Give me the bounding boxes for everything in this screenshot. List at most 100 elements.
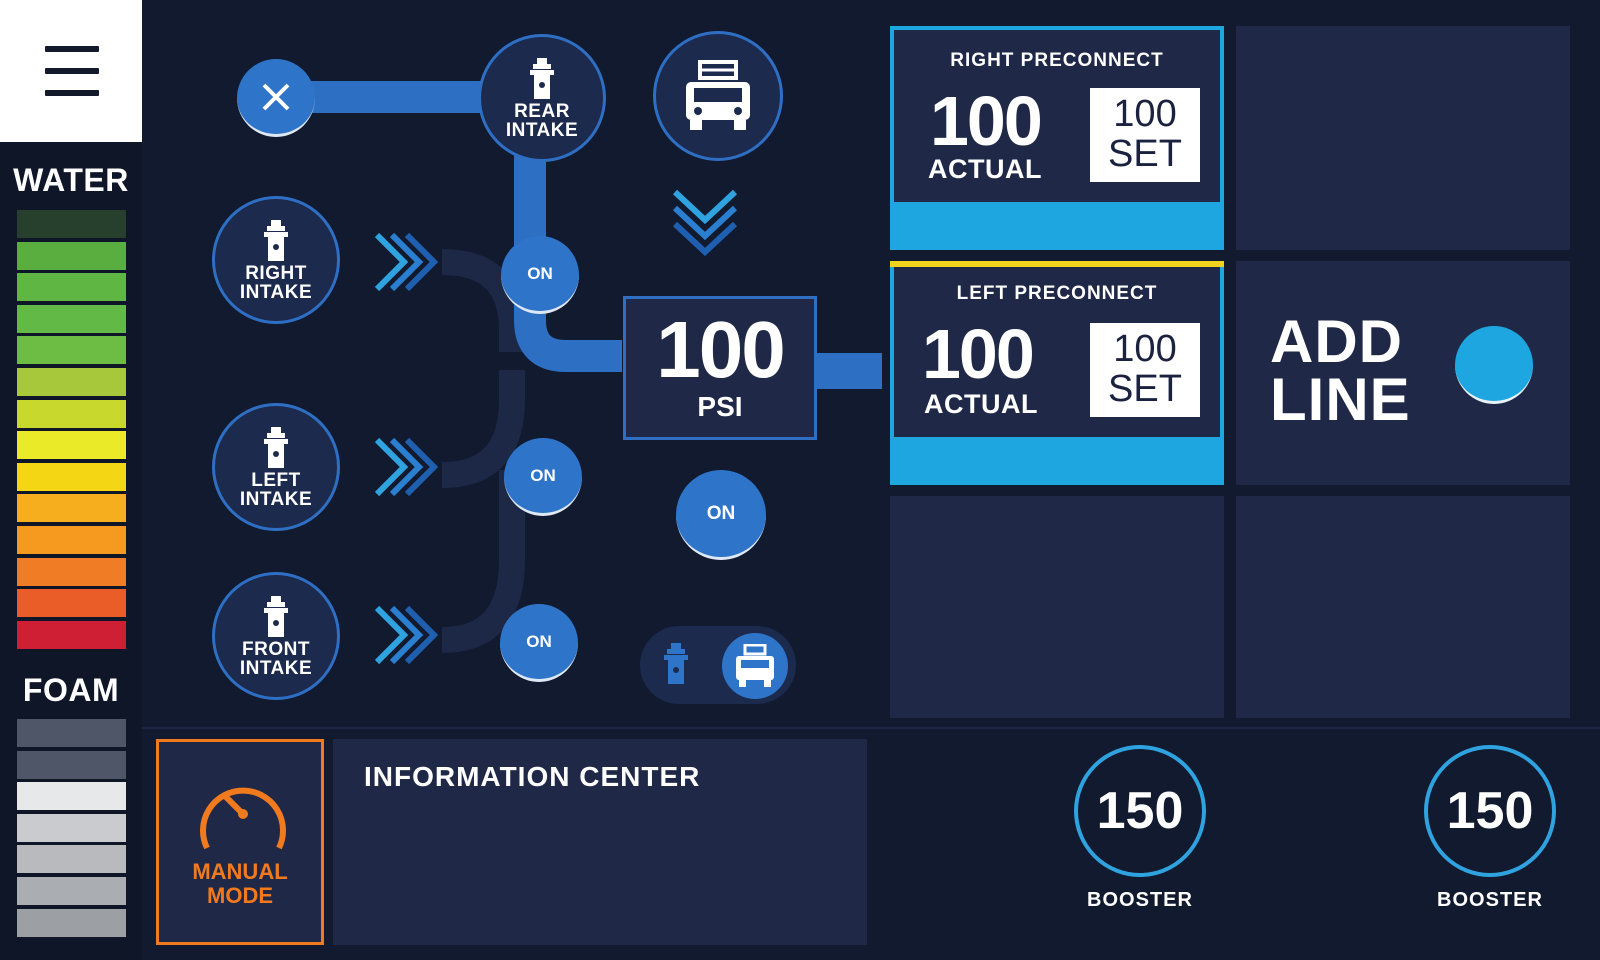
add-line-label-1: ADD xyxy=(1270,308,1403,375)
water-level-segment xyxy=(17,241,126,270)
right-preconnect-card[interactable]: RIGHT PRECONNECT 100 ACTUAL 100 SET xyxy=(890,26,1224,250)
water-level-segment xyxy=(17,304,126,333)
manual-mode-label-2: MODE xyxy=(207,883,273,908)
water-level-segment xyxy=(17,557,126,586)
hydrant-icon xyxy=(664,643,688,684)
hydrant-source-option[interactable] xyxy=(658,641,694,692)
left-preconnect-set-label: SET xyxy=(1108,368,1182,410)
front-intake-on-toggle[interactable]: ON xyxy=(500,604,578,682)
water-level-segment xyxy=(17,526,126,554)
foam-level-segment xyxy=(17,719,126,747)
left-preconnect-card[interactable]: LEFT PRECONNECT 100 ACTUAL 100 SET xyxy=(890,261,1224,485)
information-center-title: INFORMATION CENTER xyxy=(364,761,701,792)
source-selector[interactable] xyxy=(640,626,796,704)
fire-truck-icon xyxy=(686,60,750,130)
front-intake-duct xyxy=(441,470,525,653)
right-intake-flow-chevrons xyxy=(374,232,439,292)
manual-mode-label: MANUAL MODE xyxy=(159,860,321,908)
pump-panel: REAR INTAKE RIGHT INTAKE LEFT INTAKE FRO… xyxy=(142,0,1600,727)
information-center-panel: INFORMATION CENTER xyxy=(333,739,867,945)
water-label: WATER xyxy=(13,162,129,198)
foam-level-segment xyxy=(17,845,126,874)
empty-slot-1[interactable] xyxy=(1236,26,1570,250)
booster-gauge-2[interactable]: 150 xyxy=(1424,745,1556,877)
hamburger-icon-bar xyxy=(45,68,99,74)
front-intake-label-2: INTAKE xyxy=(239,658,313,679)
empty-slot-2[interactable] xyxy=(890,496,1224,718)
water-level-segment xyxy=(17,399,126,428)
hydrant-icon xyxy=(264,220,288,261)
bottom-bar: MANUAL MODE INFORMATION CENTER 150 BOOST… xyxy=(142,727,1600,960)
right-intake-label: RIGHT xyxy=(245,263,307,284)
tank-level-sidebar: WATER FOAM xyxy=(0,142,142,960)
right-preconnect-setpoint[interactable]: 100 SET xyxy=(1090,88,1200,182)
tank-source-button[interactable] xyxy=(653,31,783,161)
foam-level-segment xyxy=(17,908,126,937)
left-preconnect-accent-bar xyxy=(890,261,1224,267)
water-level-segment xyxy=(17,494,126,523)
close-icon xyxy=(262,83,290,110)
rear-intake-label: REAR xyxy=(514,101,570,122)
left-preconnect-setpoint[interactable]: 100 SET xyxy=(1090,323,1200,417)
left-preconnect-actual-value: 100 xyxy=(922,315,1035,393)
right-preconnect-actual-value: 100 xyxy=(930,82,1043,160)
hamburger-icon-bar xyxy=(45,90,99,96)
right-intake-duct xyxy=(441,249,525,352)
front-intake-button[interactable]: FRONT INTAKE xyxy=(212,572,340,700)
water-level-segment xyxy=(17,368,126,396)
right-intake-button[interactable]: RIGHT INTAKE xyxy=(212,196,340,324)
empty-slot-3[interactable] xyxy=(1236,496,1570,718)
booster-label-1: BOOSTER xyxy=(1087,889,1193,911)
foam-level-segment xyxy=(17,877,126,905)
front-intake-flow-chevrons xyxy=(374,605,439,665)
right-preconnect-title: RIGHT PRECONNECT xyxy=(950,50,1164,71)
menu-button[interactable] xyxy=(0,0,142,142)
pipe-diagram xyxy=(277,81,882,665)
water-level-segment xyxy=(17,620,126,649)
rear-intake-pipe xyxy=(277,81,622,372)
water-level-segment xyxy=(17,431,126,460)
manual-mode-button[interactable]: MANUAL MODE xyxy=(156,739,324,945)
left-intake-duct xyxy=(441,370,525,488)
pump-pressure-value: 100 xyxy=(656,305,785,394)
add-line-indicator xyxy=(1455,326,1533,404)
add-line-button[interactable]: ADD LINE xyxy=(1236,261,1570,485)
add-line-label-2: LINE xyxy=(1270,366,1411,433)
hamburger-icon-bar xyxy=(45,46,99,52)
foam-label: FOAM xyxy=(22,672,120,708)
divider xyxy=(142,727,1600,729)
foam-level-segment xyxy=(17,813,126,842)
right-preconnect-set-value: 100 xyxy=(1113,93,1177,135)
left-intake-flow-chevrons xyxy=(374,437,439,497)
left-intake-label-2: INTAKE xyxy=(239,489,313,510)
water-level-segment xyxy=(17,589,126,618)
pump-pressure-display: 100 PSI xyxy=(623,296,817,440)
right-preconnect-actual-label: ACTUAL xyxy=(928,154,1042,184)
water-level-segment xyxy=(17,273,126,302)
foam-level-segment xyxy=(17,750,126,779)
water-level-segment xyxy=(17,336,126,365)
left-intake-button[interactable]: LEFT INTAKE xyxy=(212,403,340,531)
rear-intake-button[interactable]: REAR INTAKE xyxy=(478,34,606,162)
booster-label-2: BOOSTER xyxy=(1437,889,1543,911)
water-level-segment xyxy=(17,462,126,491)
tank-to-pump-on-toggle[interactable]: ON xyxy=(676,470,766,560)
left-preconnect-title: LEFT PRECONNECT xyxy=(956,283,1158,304)
close-button[interactable] xyxy=(237,59,315,137)
front-intake-label: FRONT xyxy=(242,639,310,660)
tank-source-option[interactable] xyxy=(722,633,788,699)
left-preconnect-set-value: 100 xyxy=(1113,328,1177,370)
tank-to-pump-flow-chevrons xyxy=(672,189,738,257)
rear-intake-on-toggle[interactable]: ON xyxy=(501,236,579,314)
left-preconnect-actual-label: ACTUAL xyxy=(924,389,1038,419)
foam-level-segment xyxy=(17,782,126,811)
water-level-segment xyxy=(17,210,126,238)
add-line-label: ADD LINE xyxy=(1270,308,1411,433)
right-intake-on-toggle[interactable]: ON xyxy=(504,438,582,516)
fire-truck-icon xyxy=(736,644,774,687)
manual-mode-label-1: MANUAL xyxy=(192,859,288,884)
right-preconnect-set-label: SET xyxy=(1108,133,1182,175)
hydrant-icon xyxy=(264,596,288,637)
hydrant-icon xyxy=(264,427,288,468)
booster-gauge-1[interactable]: 150 xyxy=(1074,745,1206,877)
